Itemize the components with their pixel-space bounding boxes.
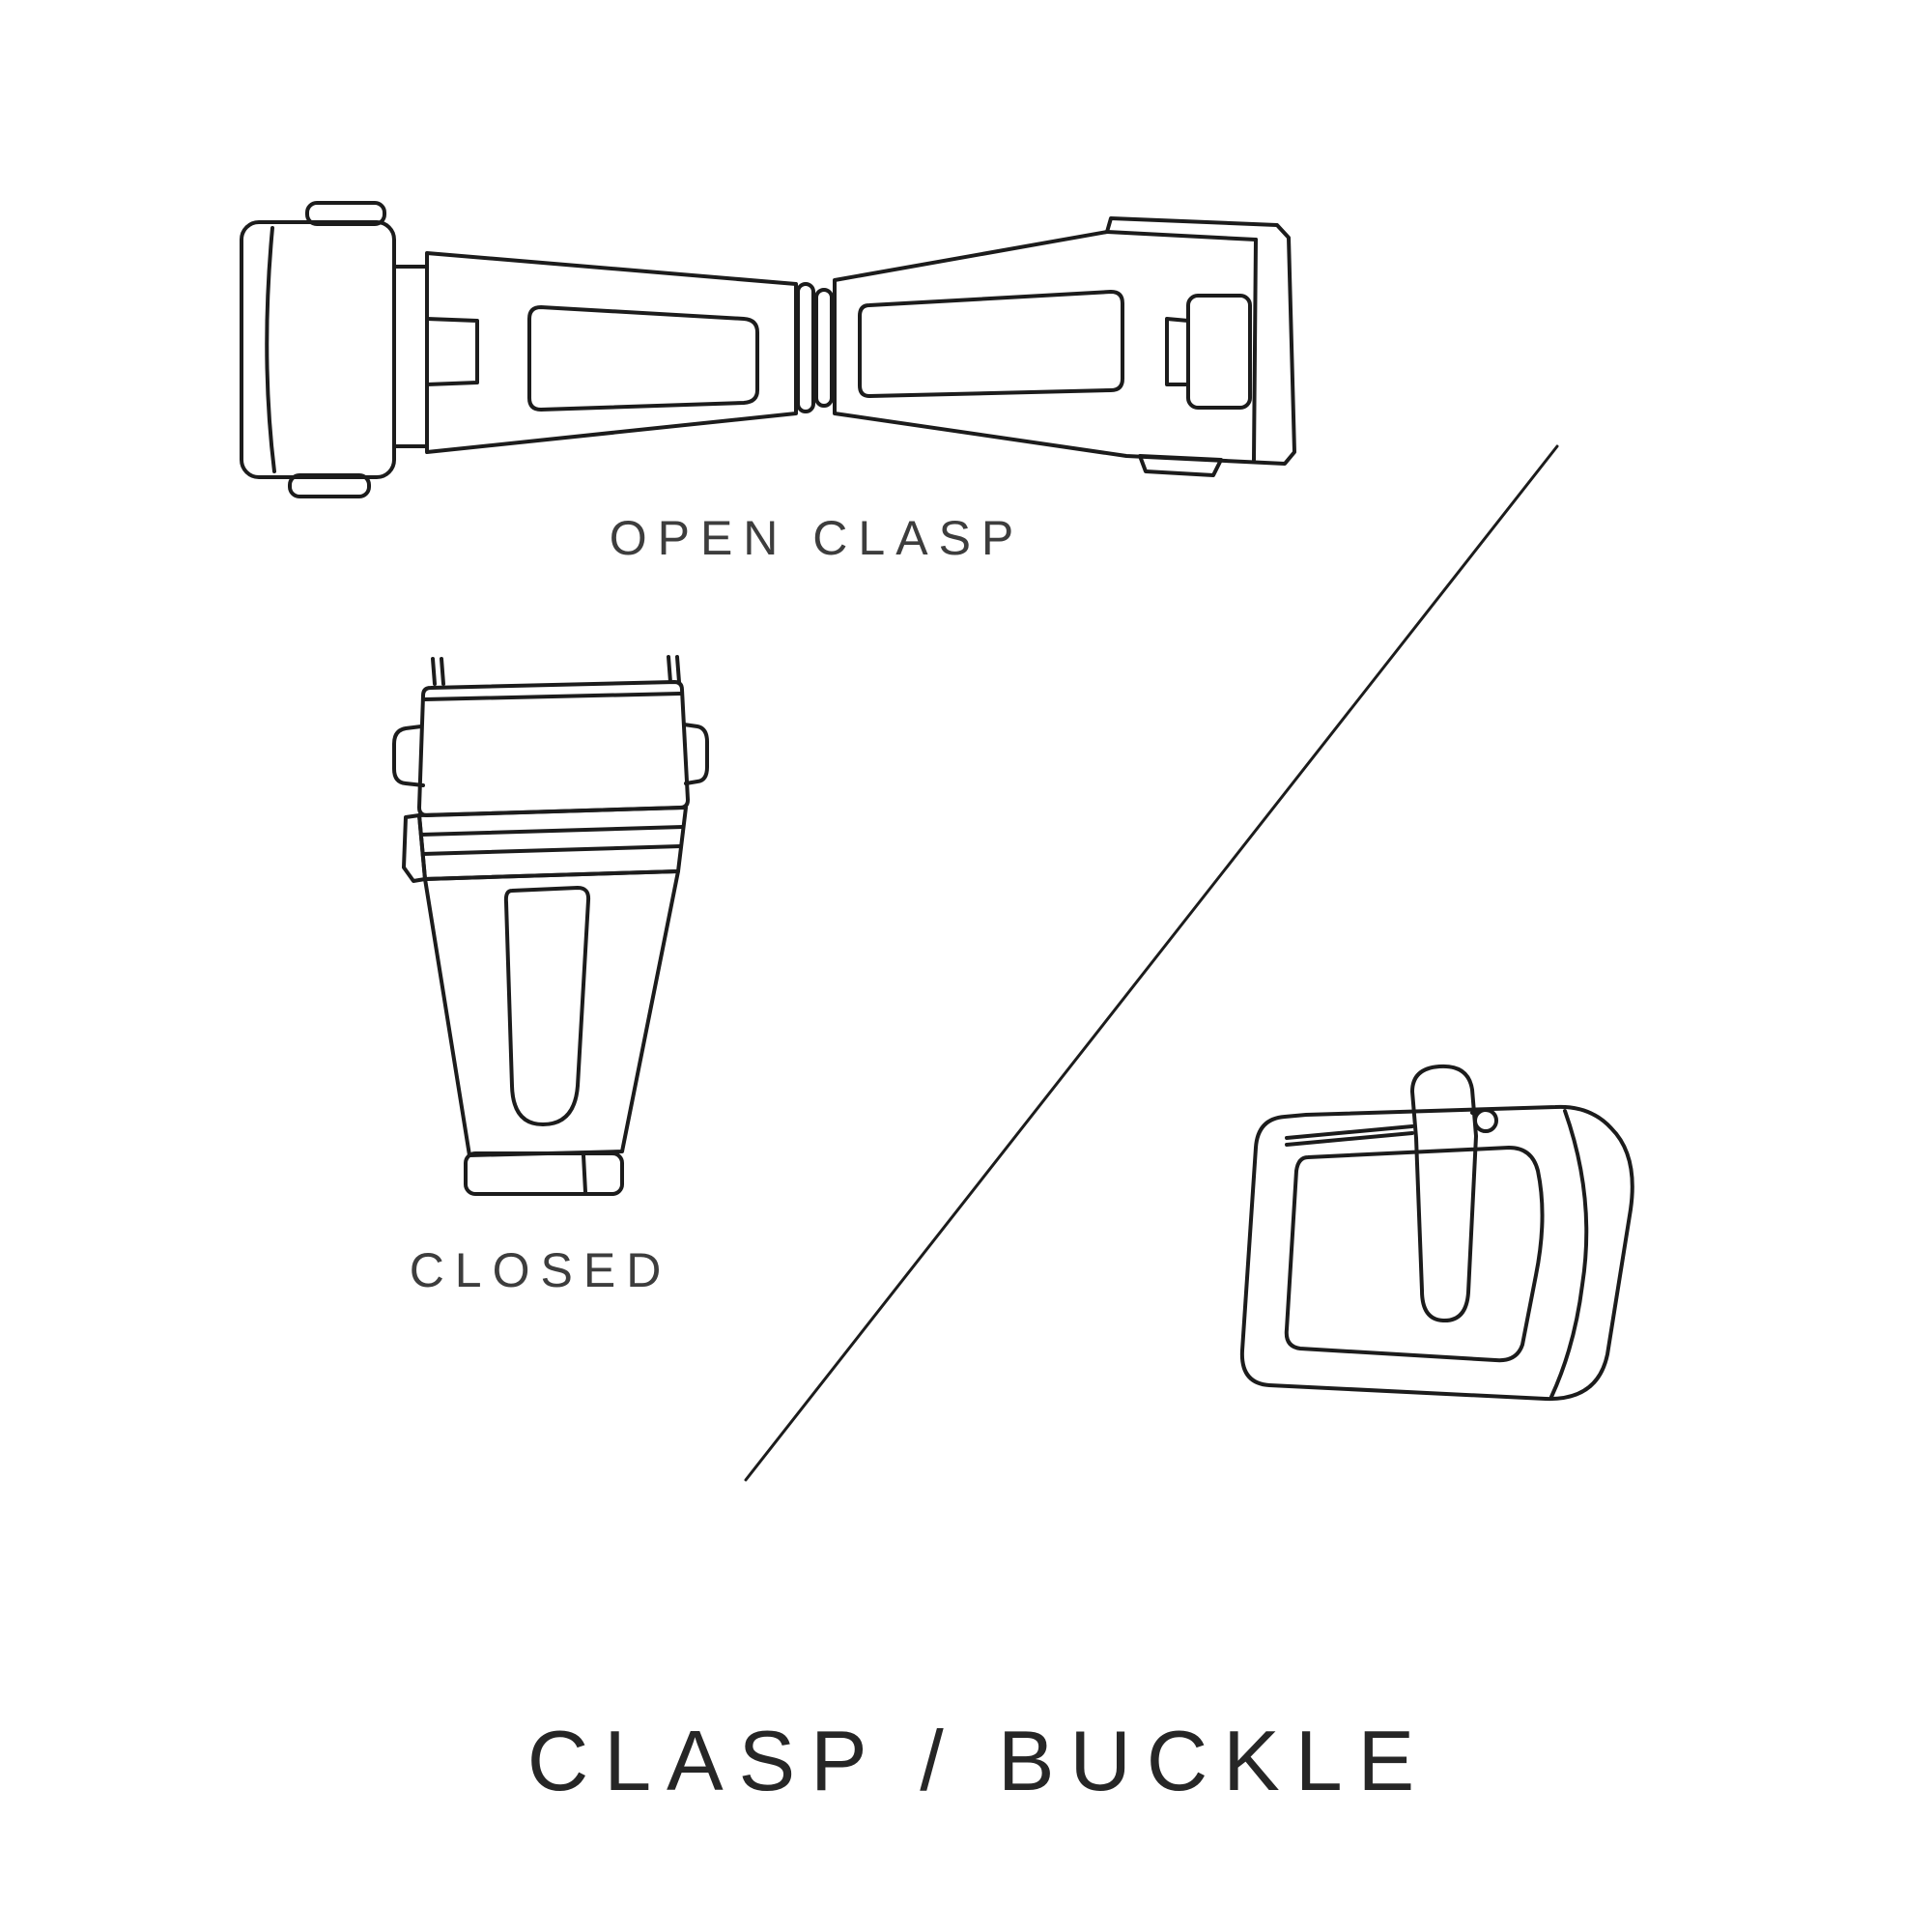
open-clasp-left-endpiece bbox=[240, 220, 396, 479]
buckle-tang bbox=[1410, 1064, 1478, 1323]
buckle-frame bbox=[1239, 1104, 1634, 1402]
open-clasp-right-blade bbox=[833, 216, 1296, 466]
buckle-pin bbox=[1285, 1124, 1414, 1147]
open-clasp-label: OPEN CLASP bbox=[609, 511, 1025, 565]
open-clasp-left-blade bbox=[425, 251, 798, 454]
diagonal-divider bbox=[744, 444, 1559, 1482]
closed-clasp-cover bbox=[417, 680, 690, 817]
closed-clasp-body bbox=[423, 869, 680, 1157]
closed-label: CLOSED bbox=[409, 1243, 672, 1297]
page-title: CLASP / BUCKLE bbox=[526, 1713, 1431, 1808]
open-clasp-illustration bbox=[240, 201, 1296, 498]
closed-clasp-illustration bbox=[392, 655, 709, 1196]
buckle-illustration bbox=[1239, 1064, 1634, 1402]
open-clasp-hinge bbox=[796, 282, 815, 413]
